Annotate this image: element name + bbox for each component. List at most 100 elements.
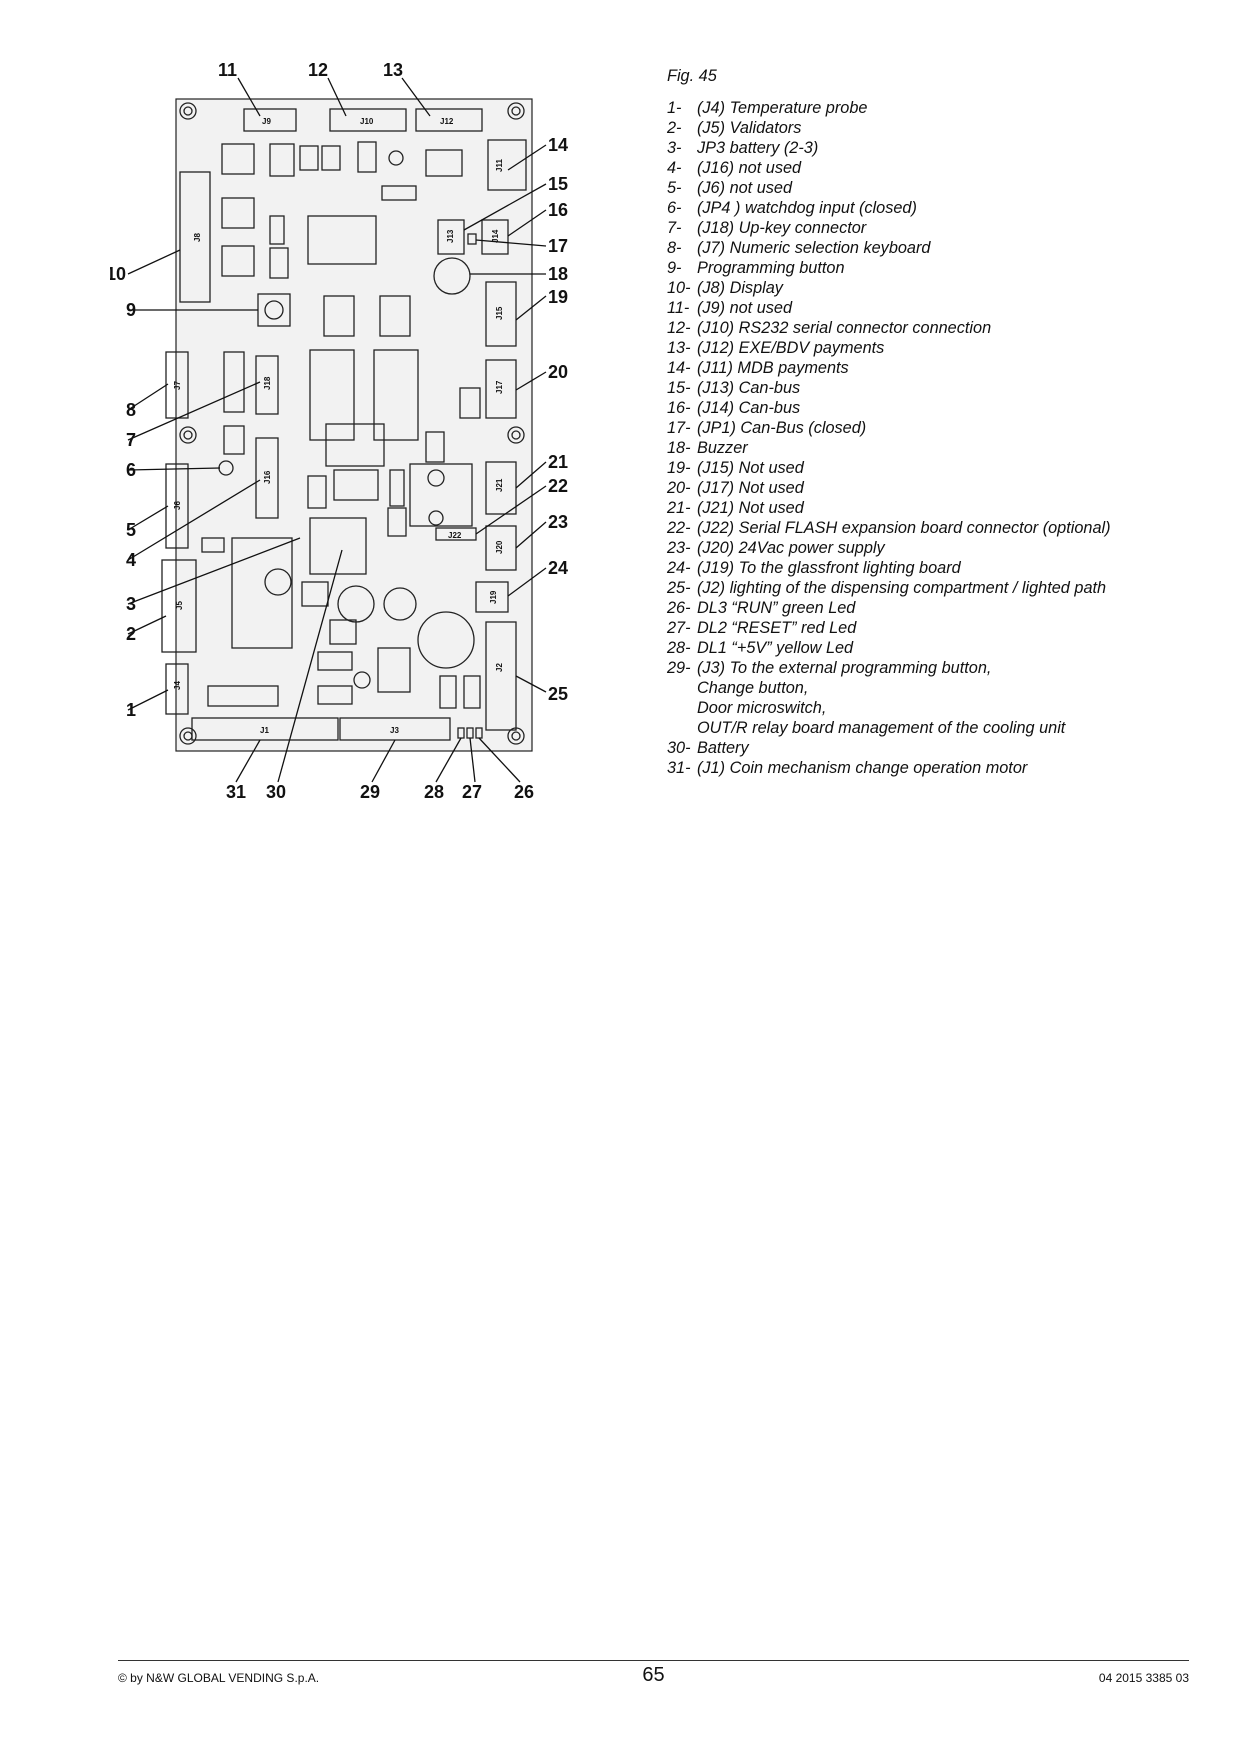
legend-item-number: 7- [667,219,682,237]
connector-j11 [487,139,527,191]
legend-item-number: 8- [667,239,682,257]
legend-item-text: (J14) Can-bus [697,399,801,417]
power-section [207,517,481,709]
label-j16: J16 [263,470,272,484]
label-j14: J14 [491,229,500,243]
microcontroller [307,215,377,265]
legend-item-text: DL3 “RUN” green Led [697,599,856,617]
callout-30: 30 [266,782,286,802]
legend-item-number: 3- [667,139,682,157]
connector-j1 [191,717,339,741]
legend-item-text: (J8) Display [697,279,783,297]
legend-item: 5- (J6) not used [667,178,1227,198]
connector-j14 [481,219,509,255]
legend-item-number: 2- [667,119,682,137]
callout-2: 2 [126,624,136,644]
callout-15: 15 [548,174,568,194]
callout-29: 29 [360,782,380,802]
copyright-text: © by N&W GLOBAL VENDING S.p.A. [118,1671,320,1685]
legend-item-text: (J4) Temperature probe [697,99,868,117]
label-j2: J2 [495,663,504,672]
mounting-holes [179,102,525,745]
connector-j9 [243,108,297,132]
legend-item-number: 31- [667,759,691,777]
legend-item: 22- (J22) Serial FLASH expansion board co… [667,518,1227,538]
callout-18: 18 [548,264,568,284]
pcb-drawing: J9 J10 J12 J11 J8 J13 [110,60,568,802]
legend-item-text: DL2 “RESET” red Led [697,619,857,637]
callout-21: 21 [548,452,568,472]
callout-19: 19 [548,287,568,307]
legend-item-number: 25- [667,579,691,597]
legend-item-text: (J11) MDB payments [697,359,849,377]
legend-item-number: 22- [667,519,691,537]
label-j18: J18 [263,376,272,390]
connector-j17 [485,359,517,419]
legend-item-text: (J15) Not used [697,459,804,477]
legend-item-number: 5- [667,179,682,197]
connector-j19 [475,581,509,613]
legend-item-continuation: Change button, [697,679,809,697]
callout-27: 27 [462,782,482,802]
legend-item-text: (J1) Coin mechanism change operation mot… [697,759,1028,777]
connector-j13 [437,219,465,255]
label-j10: J10 [360,117,374,126]
connector-j6 [165,463,189,549]
legend-item-text: (J2) lighting of the dispensing compartm… [697,579,1107,597]
callout-4: 4 [126,550,136,570]
legend-item: 27-DL2 “RESET” red Led [667,618,1227,638]
legend-item-number: 21- [667,499,691,517]
legend-item-number: 9- [667,259,682,277]
legend-item-number: 17- [667,419,691,437]
legend-item-continuation: Door microswitch, [697,699,827,717]
legend-item: 13-(J12) EXE/BDV payments [667,338,1227,358]
legend-item-text: (J22) Serial FLASH expansion board conne… [697,519,1111,537]
legend-item: 24-(J19) To the glassfront lighting boar… [667,558,1227,578]
callout-28: 28 [424,782,444,802]
page-number: 65 [642,1664,665,1686]
legend-item: 11-(J9) not used [667,298,1227,318]
legend-item: 15- (J13) Can-bus [667,378,1227,398]
connector-j4 [165,663,189,715]
legend-item: 28-DL1 “+5V” yellow Led [667,638,1227,658]
legend-item: 1-(J4) Temperature probe [667,98,1227,118]
jumper-jp3 [201,537,225,553]
label-j19: J19 [489,590,498,604]
page-footer: © by N&W GLOBAL VENDING S.p.A. 65 04 201… [118,1660,1189,1686]
callout-31: 31 [226,782,246,802]
label-j11: J11 [495,159,504,172]
legend-item-text: (J6) not used [697,179,793,197]
legend-item-text: (J13) Can-bus [697,379,801,397]
callout-9: 9 [126,300,136,320]
label-j6: J6 [173,501,182,510]
document-code: 04 2015 3385 03 [1098,1671,1189,1685]
legend-item-number: 28- [667,639,691,657]
legend-item-text: (J18) Up-key connector [697,219,867,237]
legend-item-text: (J10) RS232 serial connector connection [697,319,992,337]
legend-item-number: 6- [667,199,682,217]
legend-item-number: 26- [667,599,691,617]
legend-item-number: 23- [667,539,691,557]
legend-item-text: Battery [697,739,749,757]
label-j5: J5 [175,601,184,610]
buzzer [433,257,471,295]
legend-item-text: JP3 battery (2-3) [697,139,819,157]
legend-item: 8-(J7) Numeric selection keyboard [667,238,1227,258]
legend-item-number: 4- [667,159,682,177]
legend-item-number: 18- [667,439,691,457]
callout-14: 14 [548,135,568,155]
label-j20: J20 [495,540,504,554]
leader-lines [127,77,547,783]
callout-17: 17 [548,236,568,256]
legend-item-number: 30- [667,739,691,757]
ic-group-top [221,141,463,279]
legend-item-number: 15- [667,379,691,397]
legend-item-text: (J16) not used [697,159,802,177]
label-j9: J9 [262,117,271,126]
callout-1: 1 [126,700,136,720]
legend-item-number: 14- [667,359,691,377]
connector-j18 [255,355,279,415]
callout-3: 3 [126,594,136,614]
